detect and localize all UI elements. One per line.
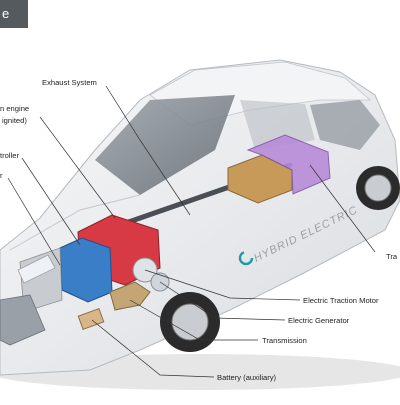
label-engine-line1: n engine [0,104,30,113]
label-battery-auxiliary: Battery (auxiliary) [217,373,277,382]
leader-inverter [7,177,61,266]
controller-block [59,237,113,303]
side-window [240,100,315,150]
leader-exhaust [105,85,191,216]
leader-battery-aux [91,319,215,378]
label-engine-line2: ignited) [2,116,27,125]
rear-wheel-rim [364,174,392,202]
label-exhaust-system: Exhaust System [42,78,97,87]
front-grille [0,294,46,346]
label-transmission: Transmission [262,336,307,345]
leader-transmission [129,299,258,341]
hood-line [9,194,141,251]
leader-lines [7,85,376,378]
label-electric-generator: Electric Generator [288,316,350,325]
label-inverter: r [0,171,3,180]
label-electric-traction-motor: Electric Traction Motor [303,296,379,305]
leader-generator [159,281,286,321]
leader-controller [21,157,81,246]
transmission-unit [109,281,151,311]
front-wheel-rim [171,303,209,341]
c-swoosh-logo [238,250,254,266]
leader-motor [144,269,301,301]
label-controller: troller [0,151,19,160]
leader-traction-right [309,164,376,253]
rear-window [310,100,380,150]
windshield [95,95,235,195]
headlight [17,254,56,284]
battery-pack [246,134,331,195]
label-traction-right: Tra [386,252,398,261]
aux-battery [77,308,105,330]
corner-tab: e [0,0,28,28]
leader-engine [39,116,116,219]
